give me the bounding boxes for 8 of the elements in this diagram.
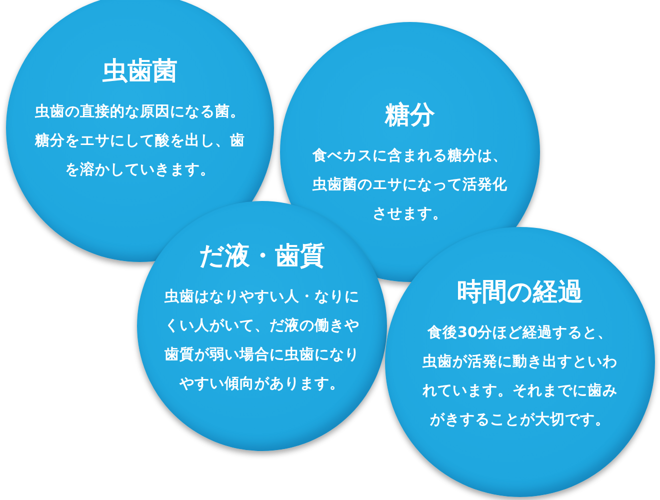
circle-title: だ液・歯質 (199, 241, 325, 271)
circle-description: 食べカスに含まれる糖分は、虫歯菌のエサになって活発化させます。 (311, 146, 508, 224)
circle-title: 時間の経過 (457, 277, 583, 307)
circle-description: 食後30分ほど経過すると、虫歯が活発に動き出すといわれています。それまでに歯みがきすることが大切です。 (422, 324, 618, 430)
circle-description: 虫歯はなりやすい人・なりにくい人がいて、だ液の働きや歯質が弱い場合に虫歯になりやすい傾向があります。 (164, 288, 360, 394)
circle-description: 虫歯の直接的な原因になる菌。糖分をエサにして酸を出し、歯を溶かしていきます。 (34, 102, 246, 180)
circle-title: 糖分 (385, 100, 435, 130)
circle-title: 虫歯菌 (102, 56, 178, 86)
